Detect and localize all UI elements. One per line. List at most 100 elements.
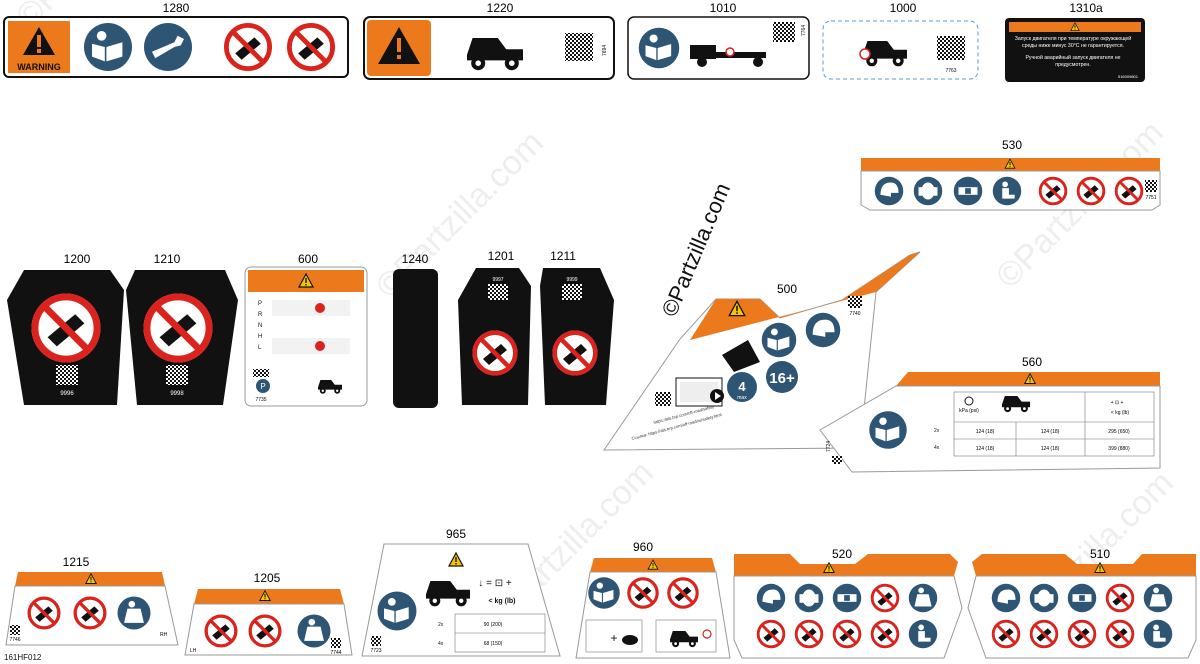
prohibit-icon xyxy=(1113,175,1145,207)
label-965[interactable]: 965 ↓ = ⊡ + < kg (lb) 2x 4x 90 (200) 68 … xyxy=(361,527,561,657)
read-manual-icon xyxy=(638,27,680,69)
figure-code: 161HF012 xyxy=(4,653,42,662)
prohibit-icon xyxy=(869,618,901,650)
mult-2x: 2x xyxy=(934,428,940,434)
gear-N: N xyxy=(258,323,262,329)
svg-text:+: + xyxy=(610,631,617,645)
seatbelt-icon xyxy=(1067,583,1097,613)
label-1310a[interactable]: 1310a Запуск двигателя при температуре о… xyxy=(1005,1,1145,82)
callout-1220: 1220 xyxy=(487,1,514,15)
callout-1240: 1240 xyxy=(402,252,429,266)
load-4x: 399 (880) xyxy=(1108,446,1130,452)
label-1240[interactable]: 1240 xyxy=(393,252,438,408)
load-2x: 295 (650) xyxy=(1108,429,1130,435)
callout-560: 560 xyxy=(1022,355,1042,369)
protective-gear-icon xyxy=(908,583,938,613)
no-hands-icon xyxy=(224,23,272,71)
read-manual-icon xyxy=(588,577,620,609)
label-1215[interactable]: 1215 RH 7746 xyxy=(5,555,179,646)
protective-gear-icon xyxy=(1143,583,1173,613)
prohibit-icon xyxy=(1075,175,1107,207)
label-1220[interactable]: 1220 7694 xyxy=(363,1,615,80)
svg-text:↓ = ⊡ +: ↓ = ⊡ + xyxy=(478,578,512,589)
label-1000[interactable]: 1000 7763 xyxy=(822,1,979,80)
datamatrix-code xyxy=(773,22,795,42)
prohibit-icon xyxy=(1104,582,1136,614)
ear-protection-icon xyxy=(794,583,824,613)
part-code: 9996 xyxy=(60,391,74,397)
label-1210[interactable]: 1210 9998 xyxy=(126,252,238,405)
callout-530: 530 xyxy=(1002,138,1022,152)
protective-gear-icon xyxy=(117,596,151,630)
callout-1310a: 1310a xyxy=(1069,1,1103,15)
helmet-icon xyxy=(874,176,904,206)
label-1211[interactable]: 1211 9999 xyxy=(540,249,614,405)
part-code: 7751 xyxy=(1145,195,1156,201)
label-1010[interactable]: 1010 7764 xyxy=(627,1,810,80)
callout-965: 965 xyxy=(446,527,466,541)
label-560[interactable]: 560 7724 kPa (psi) < kg (lb) + ⊡ + 2x 4x… xyxy=(819,355,1161,473)
max-label: max xyxy=(737,395,747,401)
prohibit-icon xyxy=(246,612,284,650)
read-manual-icon xyxy=(84,23,132,71)
part-code: 9998 xyxy=(170,391,184,397)
prohibit-icon xyxy=(25,594,63,632)
callout-1010: 1010 xyxy=(710,1,737,15)
label-1205[interactable]: 1205 LH 7744 xyxy=(184,571,353,656)
prohibit-icon xyxy=(71,594,109,632)
notice-line-4: предусмотрен. xyxy=(1055,62,1090,68)
label-1201[interactable]: 1201 9997 xyxy=(458,249,531,405)
part-code: 7744 xyxy=(330,650,341,656)
helmet-icon xyxy=(991,583,1021,613)
no-passenger-icon xyxy=(287,23,335,71)
part-code: 7694 xyxy=(602,45,608,56)
callout-1211: 1211 xyxy=(550,249,576,263)
mult-4x: 4x xyxy=(438,641,444,647)
no-passenger-icon xyxy=(144,294,213,363)
label-600[interactable]: 600 P R N H L P 7735 xyxy=(244,252,368,407)
prohibit-icon xyxy=(755,618,787,650)
part-code: 7764 xyxy=(801,25,807,36)
kg-lb-label: < kg (lb) xyxy=(1111,410,1130,416)
callout-520: 520 xyxy=(832,547,852,561)
label-500[interactable]: 500 7740 4 max 16+ https://ats.brp.com/o… xyxy=(603,251,921,451)
prohibit-icon xyxy=(1028,618,1060,650)
label-510[interactable]: 510 xyxy=(967,547,1197,659)
read-manual-icon xyxy=(869,411,907,449)
label-530[interactable]: 530 7751 xyxy=(860,138,1161,211)
no-passenger-icon xyxy=(553,331,598,376)
gear-R: R xyxy=(258,312,263,318)
side-marker: LH xyxy=(190,648,197,654)
callout-1205: 1205 xyxy=(254,571,281,585)
label-1200[interactable]: 1200 9996 xyxy=(7,252,124,405)
callout-1210: 1210 xyxy=(154,252,181,266)
gear-L: L xyxy=(258,345,262,351)
label-960[interactable]: 960 + xyxy=(575,540,731,659)
capacity-4x: 68 (150) xyxy=(484,641,503,647)
pressure-rear-2x: 124 (18) xyxy=(1041,429,1060,435)
no-passenger-icon xyxy=(32,294,101,363)
callout-960: 960 xyxy=(633,540,653,554)
part-code: 9999 xyxy=(566,277,577,283)
part-code: 7746 xyxy=(9,637,20,643)
pressure-front-2x: 124 (18) xyxy=(976,429,995,435)
tool-icon xyxy=(144,23,192,71)
label-1280[interactable]: 1280 WARNING xyxy=(3,1,349,78)
prohibit-icon xyxy=(869,582,901,614)
label-520[interactable]: 520 xyxy=(733,547,963,659)
part-code: 7724 xyxy=(826,441,832,452)
part-code: 9997 xyxy=(492,277,503,283)
prohibit-icon xyxy=(1066,618,1098,650)
callout-1201: 1201 xyxy=(488,249,515,263)
seated-icon xyxy=(992,176,1022,206)
psi-label: kPa (psi) xyxy=(959,408,979,414)
callout-500: 500 xyxy=(777,282,797,296)
mult-2x: 2x xyxy=(438,622,444,628)
no-passenger-icon xyxy=(473,331,518,376)
max-occupants: 4 xyxy=(738,379,746,394)
part-code: 7723 xyxy=(370,648,381,654)
helmet-icon xyxy=(805,312,841,348)
prohibit-icon xyxy=(990,618,1022,650)
mult-4x: 4x xyxy=(934,445,940,451)
part-code: 7735 xyxy=(255,397,266,403)
